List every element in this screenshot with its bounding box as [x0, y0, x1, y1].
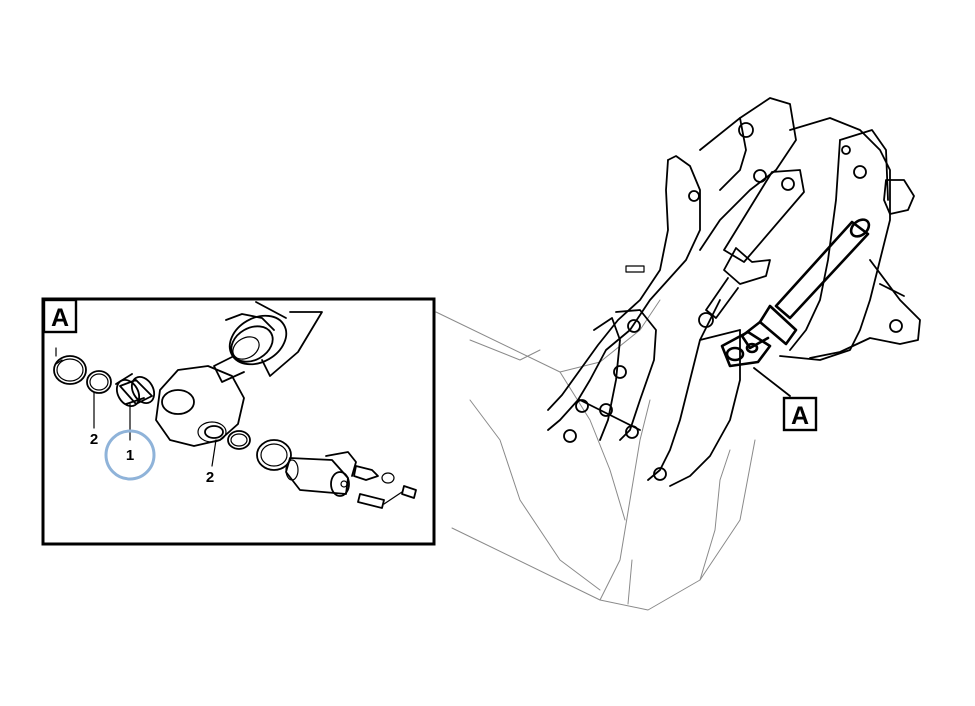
right-seal-ring	[227, 430, 251, 450]
right-circlip	[256, 439, 292, 471]
detail-a-box: A	[41, 297, 436, 546]
detail-a-tag-label: A	[51, 304, 69, 332]
left-seal-ring	[86, 370, 112, 394]
leader-lines	[55, 347, 217, 467]
highlight-circle	[104, 429, 156, 481]
view-a-tag-label: A	[791, 402, 809, 430]
left-circlip	[53, 355, 87, 385]
cylinder-rod-end	[155, 301, 323, 447]
bushing	[115, 373, 156, 408]
view-a-leader	[753, 367, 791, 397]
part-2-lower-label: 2	[206, 469, 214, 486]
part-1-label: 1	[126, 447, 134, 464]
view-a-tag: A	[782, 396, 818, 432]
lift-cylinder-highlighted	[720, 218, 871, 368]
bolt-lower	[357, 485, 417, 509]
loader-frame	[547, 97, 921, 487]
part-2-upper-label: 2	[90, 431, 98, 448]
bolt-upper	[353, 465, 395, 484]
bucket-outline	[435, 299, 756, 611]
pivot-pin	[285, 451, 357, 497]
